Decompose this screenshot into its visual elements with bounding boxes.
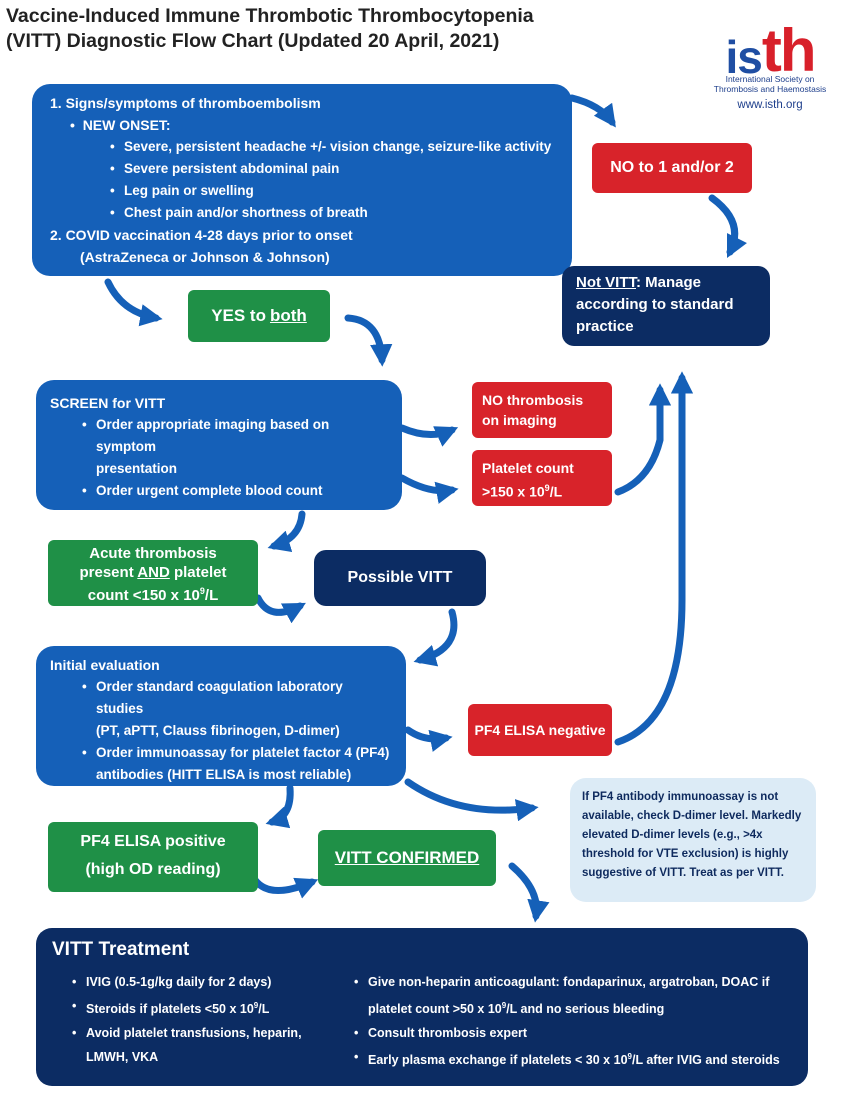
treatment-heading: VITT Treatment <box>52 939 190 960</box>
arrow-screen-to-nothrombosis <box>398 424 459 447</box>
isth-logo-mark: isth <box>725 17 816 84</box>
screen-box: SCREEN for VITT •Order appropriate imagi… <box>36 380 402 510</box>
screen-list: •Order appropriate imaging based on symp… <box>82 417 330 498</box>
arrow-platelet-to-notvitt <box>614 383 672 496</box>
symptom-item: •Chest pain and/or shortness of breath <box>110 205 368 220</box>
isth-logo: isth International Society on Thrombosis… <box>700 17 840 111</box>
logo-url: www.isth.org <box>737 99 803 111</box>
treatment-box: VITT Treatment •IVIG (0.5-1g/kg daily fo… <box>36 928 808 1086</box>
criteria-item-1: 1. Signs/symptoms of thromboembolism <box>50 95 321 111</box>
arrow-screen-to-acute <box>267 510 306 553</box>
criteria-item-2: 2. COVID vaccination 4-28 days prior to … <box>50 227 353 243</box>
arrow-initial-to-pf4neg <box>404 726 453 752</box>
treatment-left-list: •IVIG (0.5-1g/kg daily for 2 days) •Ster… <box>72 975 302 1065</box>
no-to-criteria-box: NO to 1 and/or 2 <box>592 143 752 193</box>
not-vitt-label: Not VITT <box>576 274 636 291</box>
arrow-yes-to-screen <box>344 314 393 367</box>
arrow-pf4neg-to-notvitt <box>614 371 694 746</box>
logo-subtitle-2: Thrombosis and Haemostasis <box>713 84 827 94</box>
not-vitt-box: Not VITT: Manage according to standard p… <box>562 266 770 346</box>
arrow-confirmed-to-treatment <box>508 862 550 923</box>
initial-evaluation-box: Initial evaluation •Order standard coagu… <box>36 646 406 786</box>
initial-heading: Initial evaluation <box>50 657 160 673</box>
initial-list: •Order standard coagulation laboratory s… <box>82 679 390 782</box>
pf4-negative-box: PF4 ELISA negative <box>468 704 612 756</box>
pf4-positive-box: PF4 ELISA positive (high OD reading) <box>48 822 258 892</box>
dimer-note-box: If PF4 antibody immunoassay is not avail… <box>570 778 816 902</box>
screen-heading: SCREEN for VITT <box>50 395 166 411</box>
title-line-2: (VITT) Diagnostic Flow Chart (Updated 20… <box>6 30 500 52</box>
new-onset-label: • NEW ONSET: <box>70 117 171 133</box>
symptom-list: •Severe, persistent headache +/- vision … <box>46 136 558 224</box>
title-line-1: Vaccine-Induced Immune Thrombotic Thromb… <box>6 5 534 27</box>
page-title: Vaccine-Induced Immune Thrombotic Thromb… <box>6 4 646 54</box>
vitt-confirmed-box: VITT CONFIRMED <box>318 830 496 886</box>
treatment-right-list: •Give non-heparin anticoagulant: fondapa… <box>354 975 780 1068</box>
arrow-screen-to-platelet <box>398 474 459 504</box>
arrow-criteria-to-yes <box>104 278 163 327</box>
symptom-item: •Severe persistent abdominal pain <box>110 161 340 176</box>
logo-subtitle-1: International Society on <box>725 74 815 84</box>
arrow-initial-to-pf4pos <box>265 784 294 829</box>
symptom-item: •Severe, persistent headache +/- vision … <box>110 139 552 154</box>
symptom-item: •Leg pain or swelling <box>110 183 254 198</box>
criteria-box: 1. Signs/symptoms of thromboembolism • N… <box>32 84 572 276</box>
possible-vitt-box: Possible VITT <box>314 550 486 606</box>
arrow-initial-to-note <box>404 778 539 822</box>
arrow-no-to-notvitt <box>708 194 748 259</box>
arrow-acute-to-possible <box>254 594 306 624</box>
no-thrombosis-box: NO thrombosis on imaging <box>472 382 612 438</box>
arrow-criteria-to-no <box>568 94 616 128</box>
platelet-high-box: Platelet count >150 x 109/L <box>472 450 612 506</box>
yes-to-both-box: YES to both <box>188 290 330 342</box>
criteria-item-2-sub: (AstraZeneca or Johnson & Johnson) <box>80 249 330 265</box>
arrow-possible-to-initial <box>413 608 458 667</box>
arrow-pf4pos-to-confirmed <box>251 876 319 899</box>
acute-thrombosis-box: Acute thrombosis present AND platelet co… <box>48 540 258 606</box>
